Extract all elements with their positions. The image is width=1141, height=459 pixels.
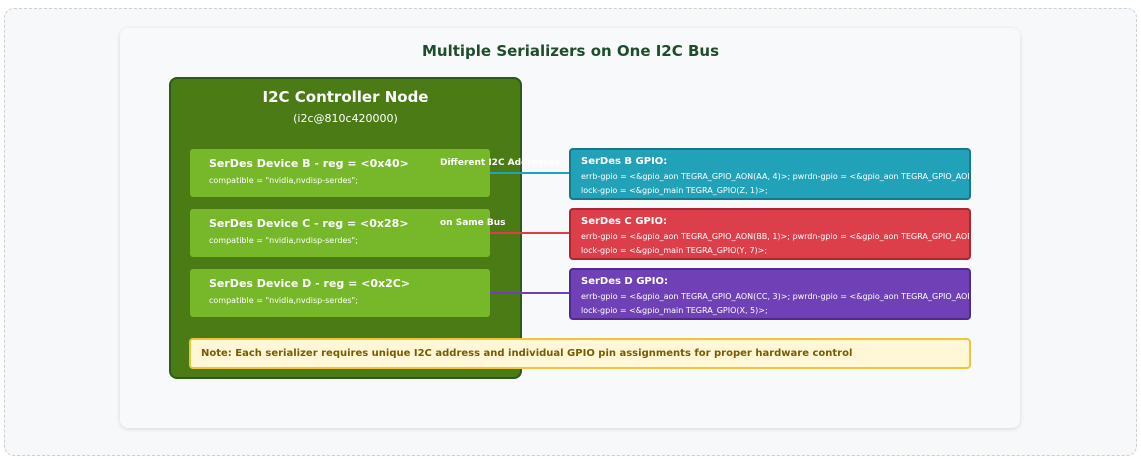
gpio-lock: lock-gpio = <&gpio_main TEGRA_GPIO(X, 5)…	[581, 306, 768, 315]
device-title: SerDes Device C - reg = <0x28>	[209, 217, 409, 230]
gpio-errb-pwrdn: errb-gpio = <&gpio_aon TEGRA_GPIO_AON(BB…	[581, 232, 971, 241]
gpio-errb-pwrdn: errb-gpio = <&gpio_aon TEGRA_GPIO_AON(CC…	[581, 292, 971, 301]
gpio-block-b: SerDes B GPIO: errb-gpio = <&gpio_aon TE…	[569, 148, 971, 200]
gpio-title: SerDes C GPIO:	[581, 216, 668, 227]
controller-title: I2C Controller Node	[262, 88, 429, 106]
gpio-block-c: SerDes C GPIO: errb-gpio = <&gpio_aon TE…	[569, 208, 971, 260]
device-title: SerDes Device B - reg = <0x40>	[209, 157, 409, 170]
gpio-lock: lock-gpio = <&gpio_main TEGRA_GPIO(Z, 1)…	[581, 186, 768, 195]
serdes-device-b: SerDes Device B - reg = <0x40> compatibl…	[190, 149, 490, 197]
note-text: Note: Each serializer requires unique I2…	[201, 348, 853, 359]
gpio-block-d: SerDes D GPIO: errb-gpio = <&gpio_aon TE…	[569, 268, 971, 320]
device-title: SerDes Device D - reg = <0x2C>	[209, 277, 411, 290]
bus-label-same-bus: on Same Bus	[440, 218, 506, 228]
diagram-title: Multiple Serializers on One I2C Bus	[421, 42, 720, 60]
note-box: Note: Each serializer requires unique I2…	[189, 338, 971, 369]
gpio-errb-pwrdn: errb-gpio = <&gpio_aon TEGRA_GPIO_AON(AA…	[581, 172, 971, 181]
gpio-lock: lock-gpio = <&gpio_main TEGRA_GPIO(Y, 7)…	[581, 246, 768, 255]
controller-subtitle: (i2c@810c420000)	[293, 112, 398, 125]
device-compatible: compatible = "nvidia,nvdisp-serdes";	[209, 296, 358, 305]
device-compatible: compatible = "nvidia,nvdisp-serdes";	[209, 176, 358, 185]
device-compatible: compatible = "nvidia,nvdisp-serdes";	[209, 236, 358, 245]
gpio-title: SerDes D GPIO:	[581, 276, 668, 287]
gpio-title: SerDes B GPIO:	[581, 156, 668, 167]
serdes-device-c: SerDes Device C - reg = <0x28> compatibl…	[190, 209, 490, 257]
bus-label-addresses: Different I2C Addresses	[440, 158, 561, 168]
serdes-device-d: SerDes Device D - reg = <0x2C> compatibl…	[190, 269, 490, 317]
